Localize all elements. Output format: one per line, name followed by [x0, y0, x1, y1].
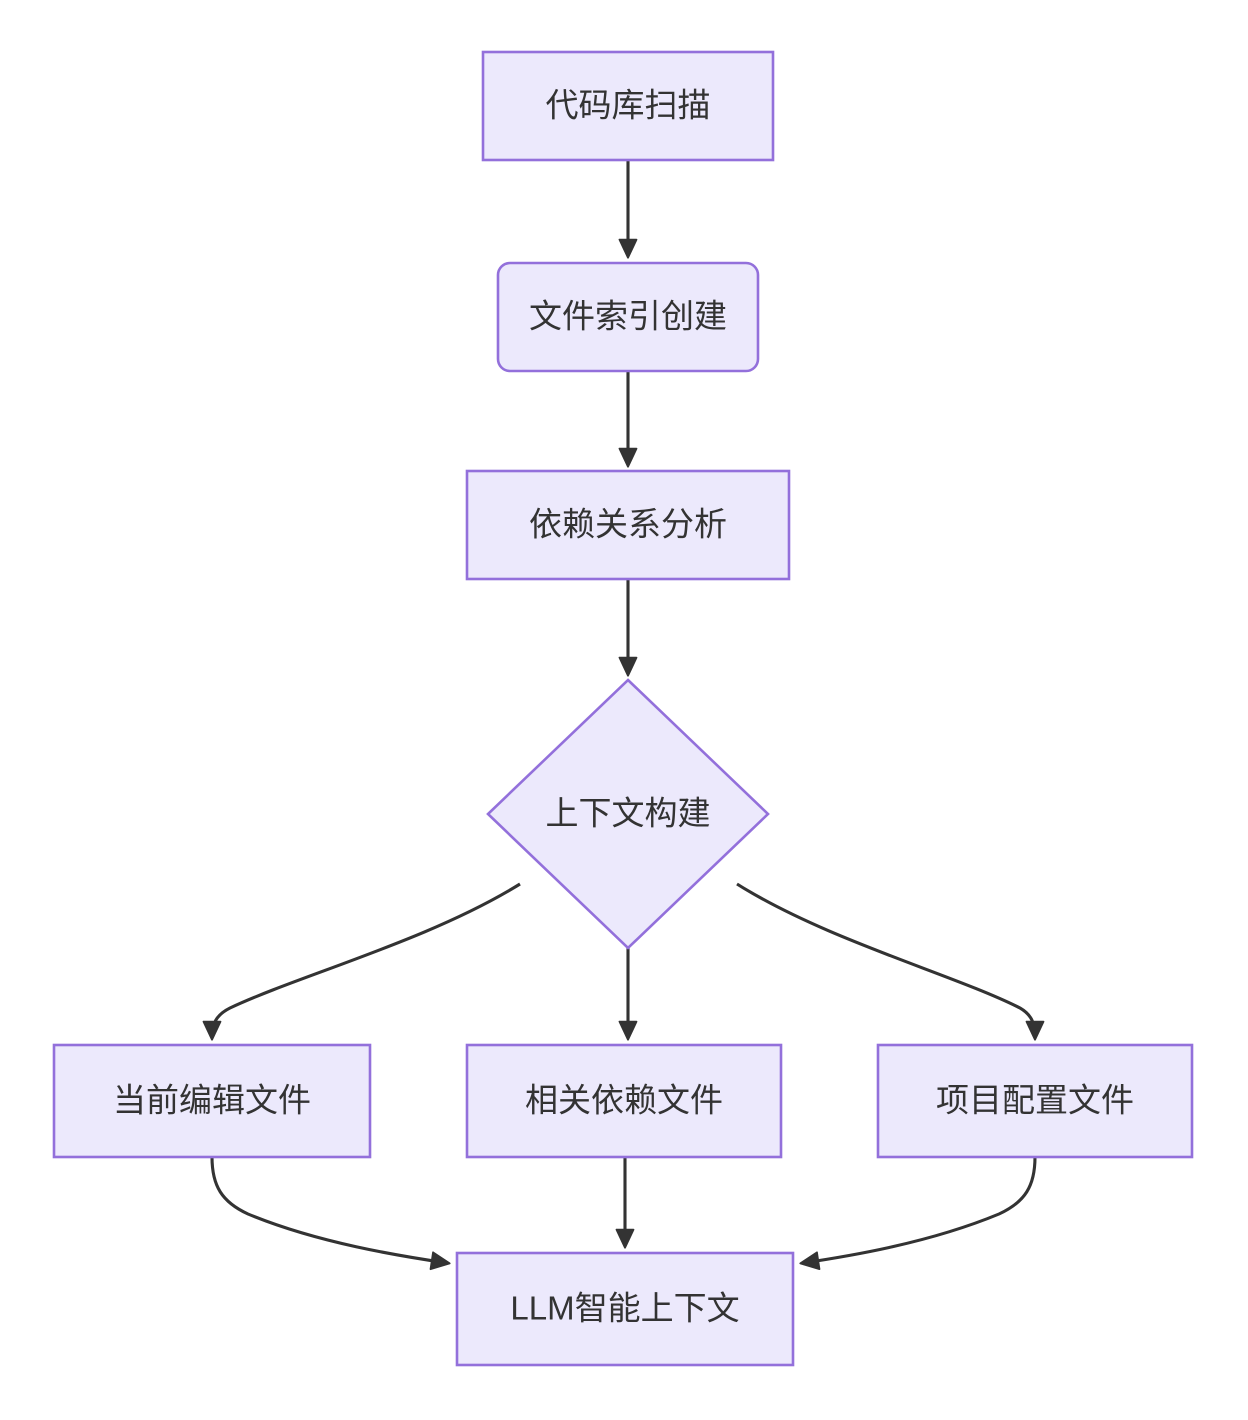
node-config-file-shape[interactable]	[876, 1043, 1194, 1159]
node-scan-shape[interactable]	[481, 50, 775, 162]
edge-layer	[202, 160, 1045, 1271]
node-layer: 代码库扫描 文件索引创建 依赖关系分析 上下文构建 当前编辑文件 相关依赖文件	[52, 50, 1194, 1367]
node-context-shape[interactable]	[486, 678, 770, 950]
node-deps[interactable]: 依赖关系分析	[465, 469, 791, 581]
node-index-label: 文件索引创建	[529, 298, 727, 335]
node-current-file[interactable]: 当前编辑文件	[52, 1043, 372, 1159]
edge-context-to-config-file	[736, 882, 1045, 1041]
node-index[interactable]: 文件索引创建	[496, 261, 760, 373]
node-scan-label: 代码库扫描	[546, 87, 711, 124]
node-llm-context-shape[interactable]	[455, 1251, 795, 1367]
node-current-file-shape[interactable]	[52, 1043, 372, 1159]
node-config-file[interactable]: 项目配置文件	[876, 1043, 1194, 1159]
node-llm-context-label: LLM智能上下文	[510, 1290, 739, 1327]
edge-config-file-to-llm	[799, 1156, 1037, 1271]
node-llm-context[interactable]: LLM智能上下文	[455, 1251, 795, 1367]
node-index-shape[interactable]	[496, 261, 760, 373]
node-config-file-label: 项目配置文件	[936, 1082, 1134, 1119]
node-current-file-label: 当前编辑文件	[113, 1082, 311, 1119]
node-scan[interactable]: 代码库扫描	[481, 50, 775, 162]
node-context[interactable]: 上下文构建	[486, 678, 770, 950]
node-deps-label: 依赖关系分析	[529, 506, 727, 543]
node-related-file[interactable]: 相关依赖文件	[465, 1043, 783, 1159]
node-deps-shape[interactable]	[465, 469, 791, 581]
node-related-file-shape[interactable]	[465, 1043, 783, 1159]
edge-context-to-current-file	[202, 882, 521, 1041]
edge-current-file-to-llm	[210, 1156, 451, 1271]
node-related-file-label: 相关依赖文件	[525, 1082, 723, 1119]
node-context-label: 上下文构建	[546, 795, 711, 832]
